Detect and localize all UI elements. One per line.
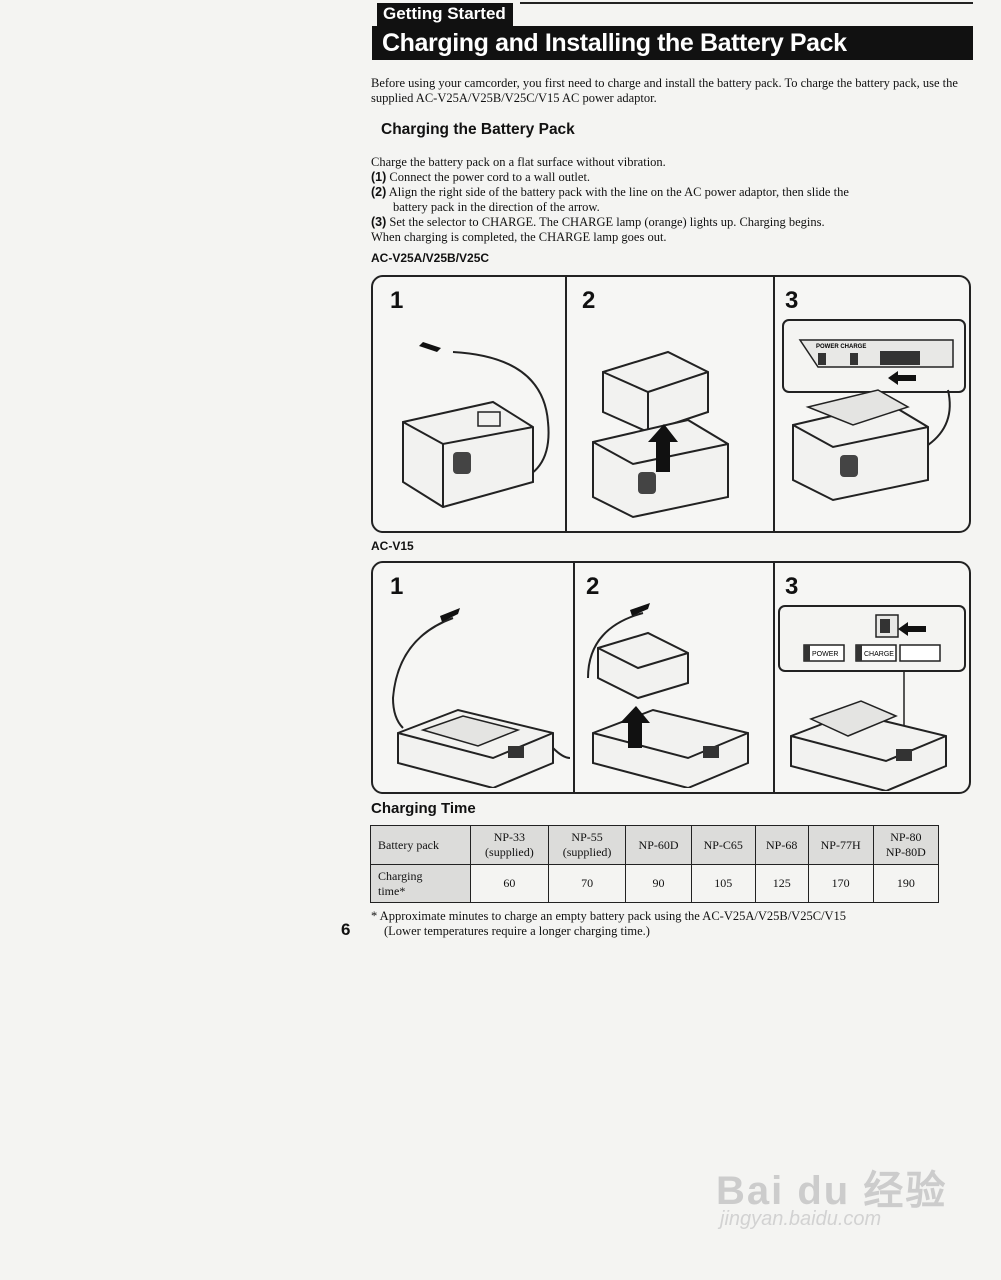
- table-cell: NP-68: [754, 825, 809, 865]
- table-cell: 190: [872, 864, 940, 903]
- charge-label: CHARGE: [864, 651, 894, 658]
- table-cell: NP-33(supplied): [470, 825, 549, 865]
- switch-label: POWER CHARGE: [816, 344, 866, 350]
- page-number: 6: [341, 920, 351, 939]
- adaptor-illustration: [391, 608, 570, 788]
- footnote-line: * Approximate minutes to charge an empty…: [371, 909, 847, 923]
- step-number: 2: [582, 287, 596, 314]
- steps-end: When charging is completed, the CHARGE l…: [371, 230, 667, 244]
- step-number: 3: [785, 573, 799, 600]
- table-cell: Battery pack: [370, 825, 471, 865]
- panel-divider: [565, 277, 567, 531]
- charging-heading: Charging the Battery Pack: [381, 121, 575, 138]
- charge-switch-illustration: POWER CHARGE: [778, 605, 966, 791]
- header-rule: [520, 2, 973, 4]
- step-number: 1: [390, 287, 404, 314]
- section-label: Getting Started: [377, 3, 513, 26]
- table-cell: 70: [547, 864, 627, 903]
- model-label-a: AC-V25A/V25B/V25C: [371, 251, 490, 265]
- figure-panel-a: 1 2 3 POWER CHARGE: [371, 275, 971, 533]
- battery-slide-illustration: [592, 350, 729, 519]
- step-number: 3: [785, 287, 799, 314]
- charging-time-heading: Charging Time: [371, 800, 476, 817]
- battery-slide-illustration: [587, 603, 749, 788]
- step-number: 2: [586, 573, 600, 600]
- panel-divider: [773, 563, 775, 792]
- step-2: (2) Align the right side of the battery …: [371, 185, 849, 199]
- panel-divider: [573, 563, 575, 792]
- charge-switch-illustration: POWER CHARGE: [782, 319, 966, 502]
- step-3: (3) Set the selector to CHARGE. The CHAR…: [371, 215, 825, 229]
- step-1: (1) Connect the power cord to a wall out…: [371, 170, 591, 184]
- power-label: POWER: [812, 651, 838, 658]
- charging-time-table: Battery pack NP-33(supplied) NP-55(suppl…: [370, 825, 940, 903]
- adaptor-illustration: [402, 342, 550, 509]
- watermark-url: jingyan.baidu.com: [720, 1208, 882, 1230]
- footnote-line: (Lower temperatures require a longer cha…: [384, 924, 650, 938]
- table-cell: NP-60D: [625, 825, 692, 865]
- table-cell: NP-55(supplied): [547, 825, 627, 865]
- panel-divider: [773, 277, 775, 531]
- table-cell: NP-C65: [690, 825, 756, 865]
- model-label-b: AC-V15: [371, 539, 414, 553]
- watermark-logo: Bai du 经验: [716, 1169, 948, 1213]
- table-row: Battery pack NP-33(supplied) NP-55(suppl…: [370, 825, 940, 865]
- steps-lead: Charge the battery pack on a flat surfac…: [371, 155, 666, 169]
- footnote: * Approximate minutes to charge an empty…: [371, 909, 971, 939]
- table-cell: 90: [625, 864, 692, 903]
- table-cell: 125: [754, 864, 809, 903]
- charging-steps: Charge the battery pack on a flat surfac…: [371, 155, 971, 245]
- intro-paragraph: Before using your camcorder, you first n…: [371, 76, 958, 105]
- table-cell: 170: [807, 864, 874, 903]
- table-cell: 60: [470, 864, 549, 903]
- table-cell: 105: [690, 864, 756, 903]
- step-number: 1: [390, 573, 404, 600]
- page-title: Charging and Installing the Battery Pack: [372, 26, 973, 60]
- figure-panel-b: 1 2 3 POWER CHARGE: [371, 561, 971, 794]
- step-2-cont: battery pack in the direction of the arr…: [393, 200, 600, 214]
- table-cell: NP-77H: [807, 825, 874, 865]
